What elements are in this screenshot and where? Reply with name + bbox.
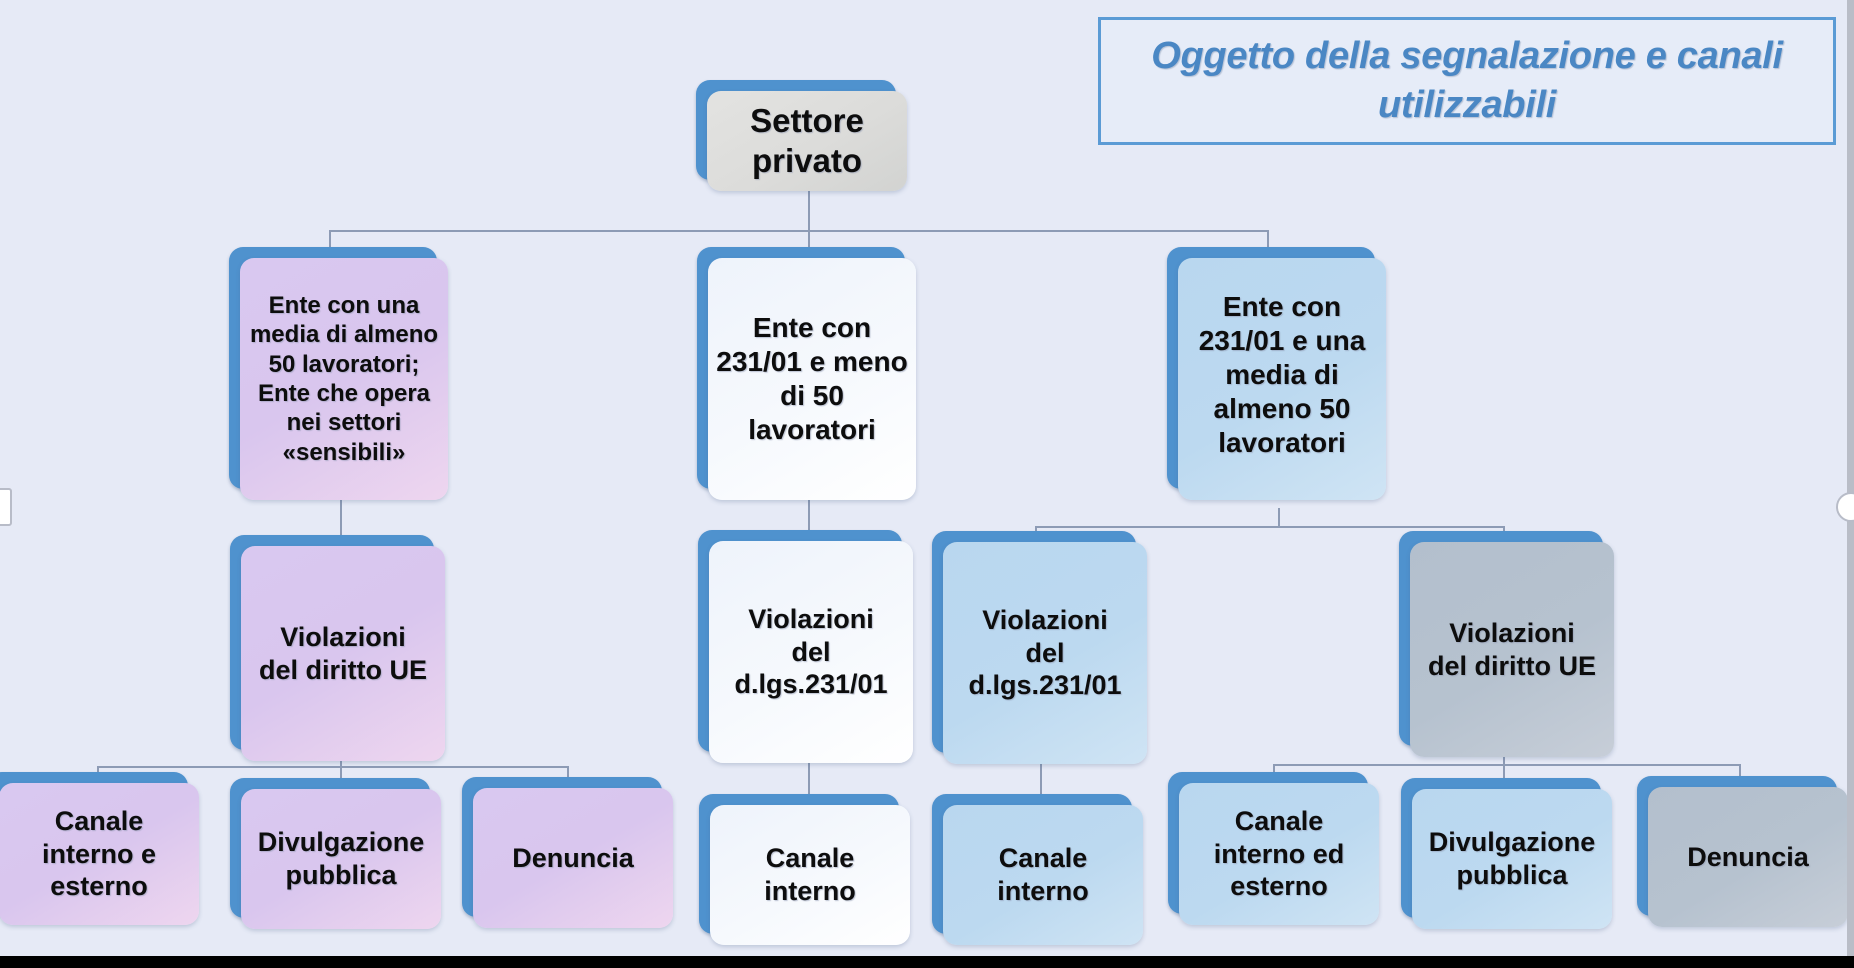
connector-right-bus	[1035, 526, 1505, 528]
node-card[interactable]: Canale interno	[943, 805, 1143, 945]
bottom-bar	[0, 956, 1854, 968]
connector-231-dx-stem	[1040, 758, 1042, 794]
title-box[interactable]: Oggetto della segnalazione e canali util…	[1098, 17, 1836, 145]
node-card[interactable]: Denuncia	[1648, 787, 1848, 927]
resize-handle-left[interactable]	[0, 488, 12, 526]
node-card[interactable]: Canale interno	[710, 805, 910, 945]
node-ente-231-meno50[interactable]: Ente con 231/01 e meno di 50 lavoratori	[697, 247, 916, 500]
connector-root-stem	[808, 188, 810, 232]
node-label: Violazioni del d.lgs.231/01	[968, 604, 1122, 701]
connector-level1-drop-right	[1267, 230, 1269, 256]
node-label: Ente con 231/01 e una media di almeno 50…	[1198, 290, 1366, 459]
node-label: Divulgazione pubblica	[257, 827, 425, 890]
node-label: Ente con 231/01 e meno di 50 lavoratori	[716, 311, 908, 446]
resize-handle-right[interactable]	[1836, 492, 1854, 522]
node-ente-50-sensibili[interactable]: Ente con una media di almeno 50 lavorato…	[229, 247, 448, 500]
node-card[interactable]: Violazioni del diritto UE	[241, 546, 445, 761]
connector-ue-dx-bus	[1273, 764, 1741, 766]
node-violazioni-ue-sx[interactable]: Violazioni del diritto UE	[230, 535, 445, 761]
connector-231-centro-stem	[808, 758, 810, 794]
node-violazioni-231-centro[interactable]: Violazioni del d.lgs.231/01	[698, 530, 913, 763]
node-card[interactable]: Ente con una media di almeno 50 lavorato…	[240, 258, 448, 500]
right-scroll-rail[interactable]	[1847, 0, 1854, 968]
page-title: Oggetto della segnalazione e canali util…	[1151, 35, 1783, 126]
node-card[interactable]: Violazioni del d.lgs.231/01	[943, 542, 1147, 764]
connector-right-stem	[1278, 508, 1280, 528]
node-settore-privato[interactable]: Settore privato	[696, 80, 907, 191]
node-label: Denuncia	[1687, 841, 1809, 872]
connector-ue-dx-drop-2	[1503, 764, 1505, 786]
node-label: Canale interno	[764, 843, 856, 906]
node-card[interactable]: Divulgazione pubblica	[1412, 789, 1612, 929]
connector-left-to-violazioni	[340, 499, 342, 535]
node-label: Denuncia	[512, 842, 634, 873]
connector-ue-sx-bus	[97, 766, 567, 768]
node-label: Ente con una media di almeno 50 lavorato…	[249, 292, 439, 466]
node-label: Canale interno e esterno	[41, 805, 156, 902]
node-ente-231-almeno50[interactable]: Ente con 231/01 e una media di almeno 50…	[1167, 247, 1386, 500]
node-canale-interno-dx[interactable]: Canale interno	[932, 794, 1143, 945]
node-label: Violazioni del diritto UE	[1428, 617, 1596, 681]
connector-level1-drop-left	[329, 230, 331, 256]
node-violazioni-231-dx[interactable]: Violazioni del d.lgs.231/01	[932, 531, 1147, 764]
node-denuncia-sx[interactable]: Denuncia	[462, 777, 673, 928]
node-label: Divulgazione pubblica	[1428, 827, 1596, 890]
node-card[interactable]: Canale interno ed esterno	[1179, 783, 1379, 925]
node-canale-int-est-dx[interactable]: Canale interno ed esterno	[1168, 772, 1379, 925]
connector-level1-bus	[329, 230, 1269, 232]
node-label: Violazioni del diritto UE	[259, 621, 427, 685]
connector-ue-sx-drop-2	[340, 766, 342, 788]
node-label: Canale interno	[997, 843, 1089, 906]
node-canale-int-est-sx[interactable]: Canale interno e esterno	[0, 772, 199, 925]
node-card[interactable]: Violazioni del diritto UE	[1410, 542, 1614, 757]
node-label: Violazioni del d.lgs.231/01	[734, 603, 888, 700]
node-divulgazione-pubblica-dx[interactable]: Divulgazione pubblica	[1401, 778, 1612, 929]
connector-level1-drop-mid	[808, 230, 810, 256]
node-card[interactable]: Ente con 231/01 e una media di almeno 50…	[1178, 258, 1386, 500]
connector-mid-to-violazioni	[808, 498, 810, 530]
node-denuncia-dx[interactable]: Denuncia	[1637, 776, 1848, 927]
node-violazioni-ue-dx[interactable]: Violazioni del diritto UE	[1399, 531, 1614, 757]
node-label: Settore privato	[750, 101, 864, 179]
node-label: Canale interno ed esterno	[1213, 805, 1345, 902]
node-card[interactable]: Denuncia	[473, 788, 673, 928]
node-card[interactable]: Divulgazione pubblica	[241, 789, 441, 929]
connector-ue-dx-drop-3	[1739, 764, 1741, 786]
node-card[interactable]: Violazioni del d.lgs.231/01	[709, 541, 913, 763]
node-card[interactable]: Settore privato	[707, 91, 907, 191]
node-card[interactable]: Ente con 231/01 e meno di 50 lavoratori	[708, 258, 916, 500]
node-canale-interno-centro[interactable]: Canale interno	[699, 794, 910, 945]
node-divulgazione-pubblica-sx[interactable]: Divulgazione pubblica	[230, 778, 441, 929]
node-card[interactable]: Canale interno e esterno	[0, 783, 199, 925]
